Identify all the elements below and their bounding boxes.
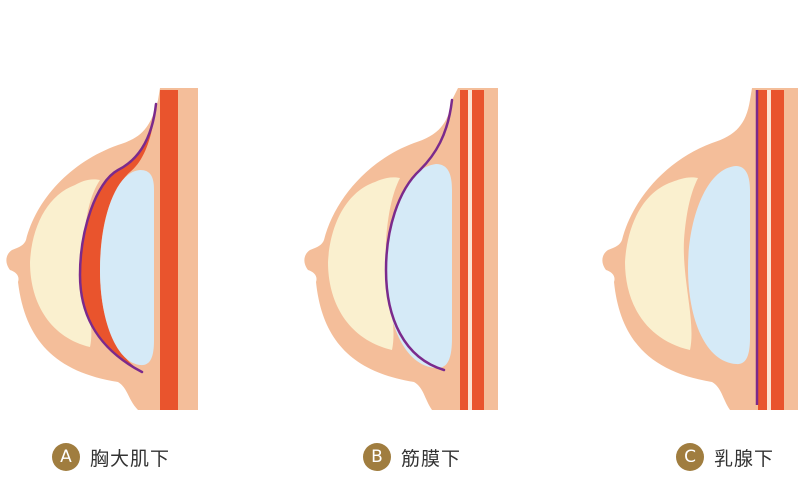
implant-shape <box>386 164 452 369</box>
fascia-line <box>468 90 472 410</box>
gland-shape <box>30 179 100 347</box>
panel-a-illustration <box>6 88 198 410</box>
caption-b-label: 筋膜下 <box>401 447 462 470</box>
gland-shape <box>328 177 400 350</box>
caption-a-label: 胸大肌下 <box>90 447 171 470</box>
panel-c-illustration <box>602 88 798 410</box>
tissue-plane-outline <box>384 98 454 372</box>
chest-muscle-layer <box>160 90 178 410</box>
implant-shape <box>688 166 750 365</box>
gland-shape <box>625 177 698 350</box>
fascia-line <box>767 90 771 410</box>
badge-c: C <box>676 443 704 471</box>
caption-c-label: 乳腺下 <box>714 447 775 470</box>
badge-b: B <box>363 443 391 471</box>
tissue-plane-outline <box>78 102 158 374</box>
caption-b: B 筋膜下 <box>363 442 461 472</box>
caption-c: C 乳腺下 <box>676 442 774 472</box>
pectoral-muscle-flap <box>80 104 156 372</box>
caption-a: A 胸大肌下 <box>52 442 170 472</box>
implant-shape <box>100 170 154 366</box>
panel-b-illustration <box>304 88 498 410</box>
badge-a: A <box>52 443 80 471</box>
